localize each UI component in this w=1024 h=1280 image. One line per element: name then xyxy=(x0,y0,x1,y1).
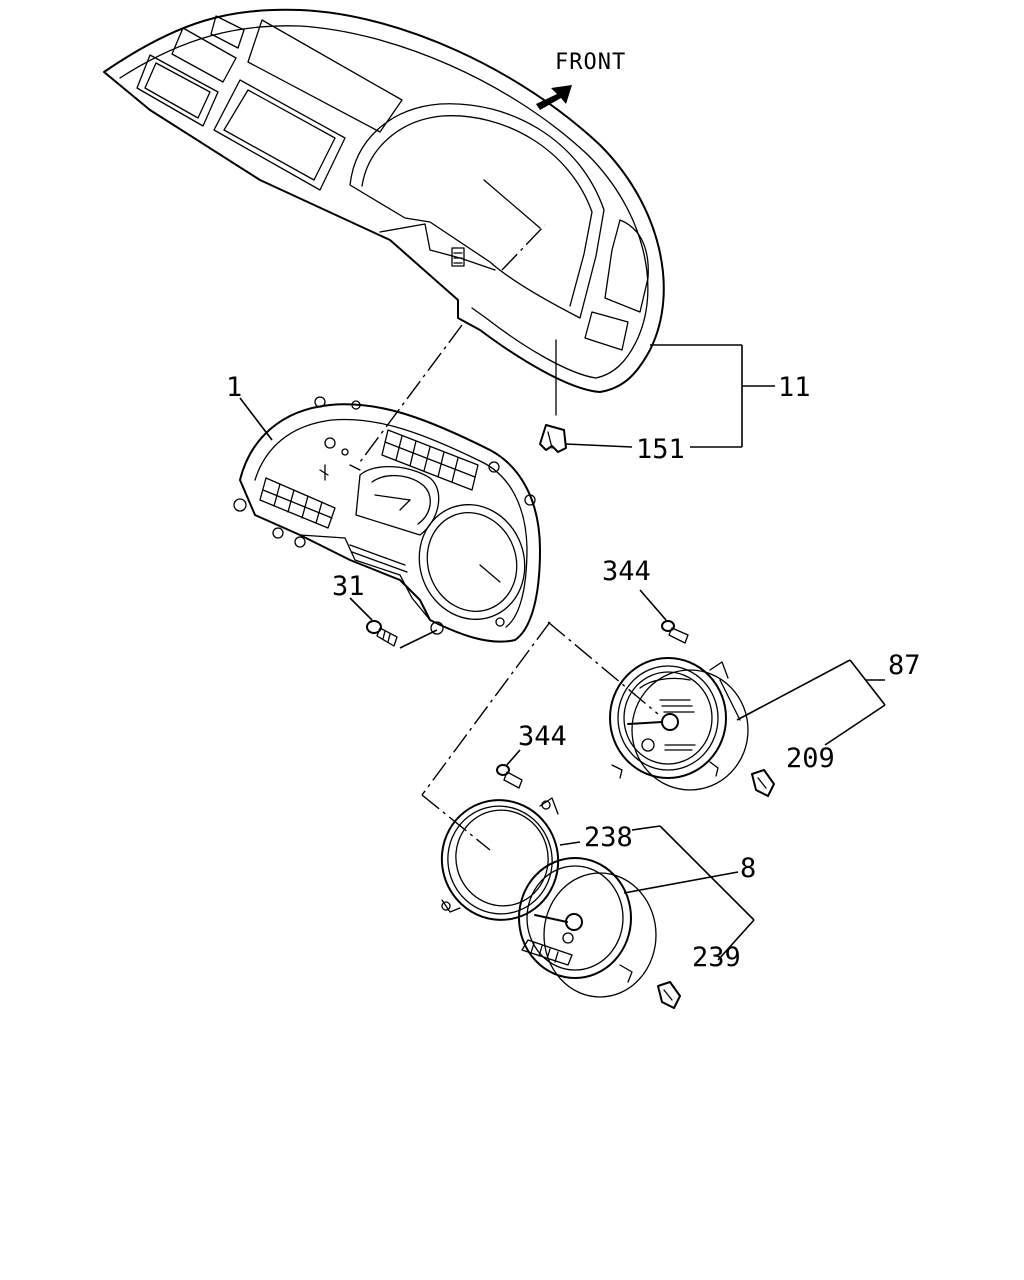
callout-87: 87 xyxy=(888,650,921,681)
bulb-209 xyxy=(751,769,775,797)
callout-8: 8 xyxy=(740,853,756,884)
screw-344-upper xyxy=(661,620,689,644)
arrow-up-right-icon xyxy=(536,85,572,110)
callout-11: 11 xyxy=(778,372,811,403)
assembly-lines xyxy=(359,224,659,851)
cluster-cover xyxy=(103,8,665,416)
callouts: 1 11 151 31 344 87 209 344 238 8 239 xyxy=(226,372,921,973)
callout-151: 151 xyxy=(636,434,685,465)
clip-151 xyxy=(539,424,567,453)
meter-8 xyxy=(518,857,657,998)
callout-238: 238 xyxy=(584,822,633,853)
callout-239: 239 xyxy=(692,942,741,973)
callout-209: 209 xyxy=(786,743,835,774)
callout-344-upper: 344 xyxy=(602,556,651,587)
callout-344-lower: 344 xyxy=(518,721,567,752)
leader-lines xyxy=(239,344,886,961)
meter-87 xyxy=(609,657,749,791)
front-label: FRONT xyxy=(555,50,626,75)
front-indicator: FRONT xyxy=(536,50,626,110)
callout-1: 1 xyxy=(226,372,242,403)
bulb-239 xyxy=(657,981,681,1009)
screw-31 xyxy=(366,620,398,647)
screw-344-lower xyxy=(496,764,523,789)
callout-31: 31 xyxy=(332,571,365,602)
lens-ring-238 xyxy=(440,797,560,921)
cluster-housing xyxy=(233,396,541,643)
